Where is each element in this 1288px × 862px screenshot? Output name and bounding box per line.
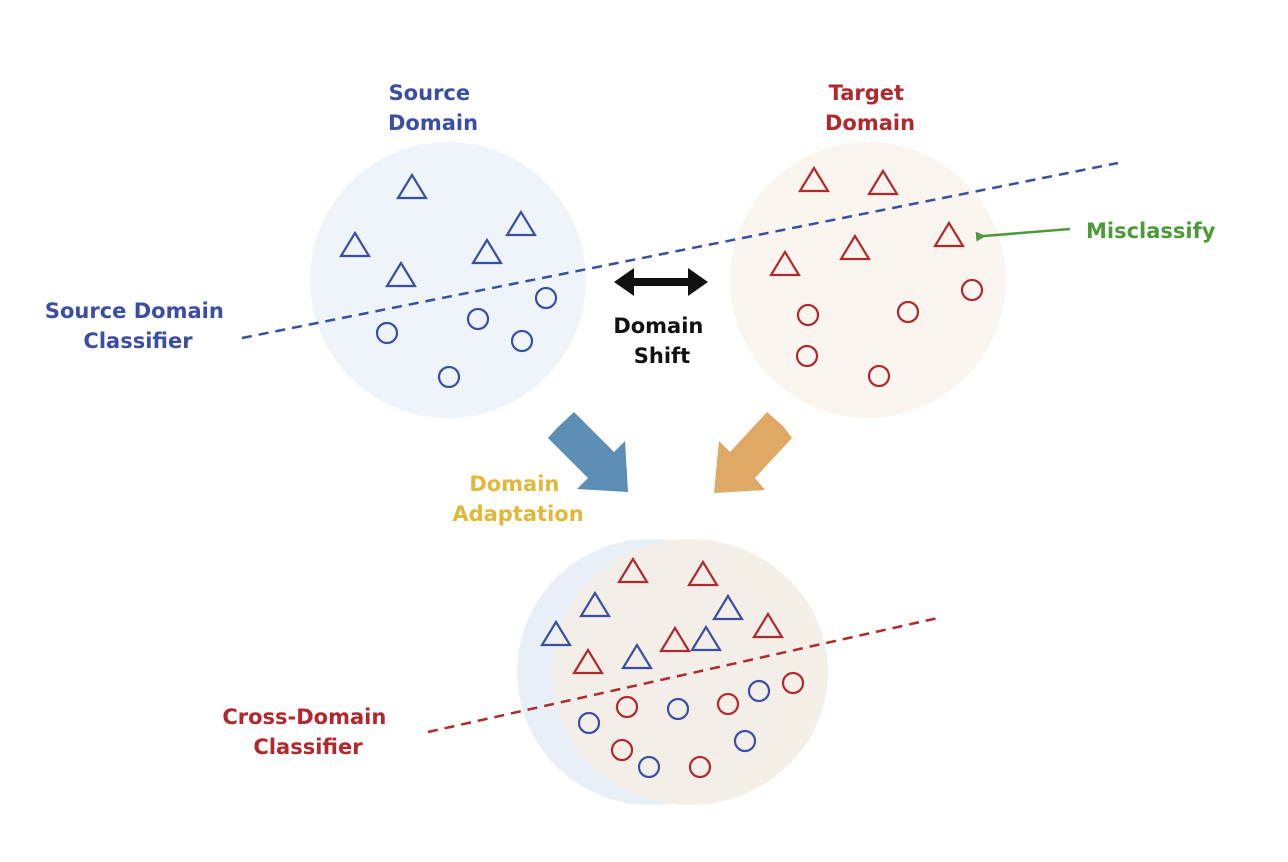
adapted-target-region bbox=[552, 539, 828, 805]
source-circle-marker bbox=[437, 365, 461, 389]
cross-domain-classifier-label: Cross-Domain Classifier bbox=[222, 705, 393, 759]
source-triangle-marker bbox=[396, 172, 428, 200]
target-triangle-marker bbox=[798, 165, 830, 193]
adapted-source-triangle-marker bbox=[712, 593, 744, 621]
source-triangle-marker bbox=[505, 209, 537, 237]
cross-domain-classifier-line bbox=[427, 616, 939, 734]
target-circle-marker bbox=[795, 344, 819, 368]
target-adaptation-arrow-icon bbox=[714, 412, 792, 493]
misclassify-label: Misclassify bbox=[1086, 219, 1216, 243]
adapted-source-circle-marker bbox=[577, 711, 601, 735]
adapted-source-circle-marker bbox=[733, 729, 757, 753]
adapted-target-circle-marker bbox=[615, 695, 639, 719]
domain-shift-label: Domain Shift bbox=[613, 314, 710, 368]
target-circle-marker bbox=[867, 364, 891, 388]
adapted-target-triangle-marker bbox=[617, 556, 649, 584]
source-triangle-marker bbox=[385, 260, 417, 288]
adapted-source-circle-marker bbox=[747, 679, 771, 703]
target-triangle-marker bbox=[769, 249, 801, 277]
target-triangle-marker bbox=[867, 168, 899, 196]
adapted-source-circle-marker bbox=[666, 697, 690, 721]
target-triangle-marker bbox=[839, 233, 871, 261]
source-adaptation-arrow-icon bbox=[548, 412, 628, 492]
target-circle-marker bbox=[960, 278, 984, 302]
adapted-source-circle-marker bbox=[637, 755, 661, 779]
source-domain-classifier-line bbox=[241, 161, 1119, 340]
adapted-target-circle-marker bbox=[688, 755, 712, 779]
misclassify-arrow-icon bbox=[975, 227, 1071, 242]
source-domain-region bbox=[310, 142, 586, 418]
adapted-target-triangle-marker bbox=[659, 625, 691, 653]
misclassified-target-triangle-marker bbox=[933, 220, 965, 248]
domain-adaptation-label: Domain Adaptation bbox=[452, 472, 583, 526]
target-circle-marker bbox=[796, 303, 820, 327]
adapted-target-circle-marker bbox=[610, 738, 634, 762]
target-domain-title: Target Domain bbox=[825, 81, 915, 135]
adapted-target-circle-marker bbox=[716, 692, 740, 716]
source-domain-title: Source Domain bbox=[388, 81, 478, 135]
target-circle-marker bbox=[896, 300, 920, 324]
adapted-target-triangle-marker bbox=[687, 559, 719, 587]
source-circle-marker bbox=[466, 307, 490, 331]
source-triangle-marker bbox=[339, 230, 371, 258]
source-circle-marker bbox=[375, 321, 399, 345]
source-circle-marker bbox=[534, 286, 558, 310]
domain-shift-arrow-icon bbox=[614, 268, 708, 296]
source-circle-marker bbox=[510, 329, 534, 353]
adapted-target-triangle-marker bbox=[752, 611, 784, 639]
adapted-source-triangle-marker bbox=[540, 619, 572, 647]
adapted-target-circle-marker bbox=[781, 671, 805, 695]
source-domain-classifier-label: Source Domain Classifier bbox=[45, 299, 231, 353]
adapted-source-triangle-marker bbox=[690, 624, 722, 652]
adapted-source-triangle-marker bbox=[621, 642, 653, 670]
adapted-target-triangle-marker bbox=[572, 647, 604, 675]
source-triangle-marker bbox=[471, 237, 503, 265]
adapted-source-triangle-marker bbox=[579, 590, 611, 618]
